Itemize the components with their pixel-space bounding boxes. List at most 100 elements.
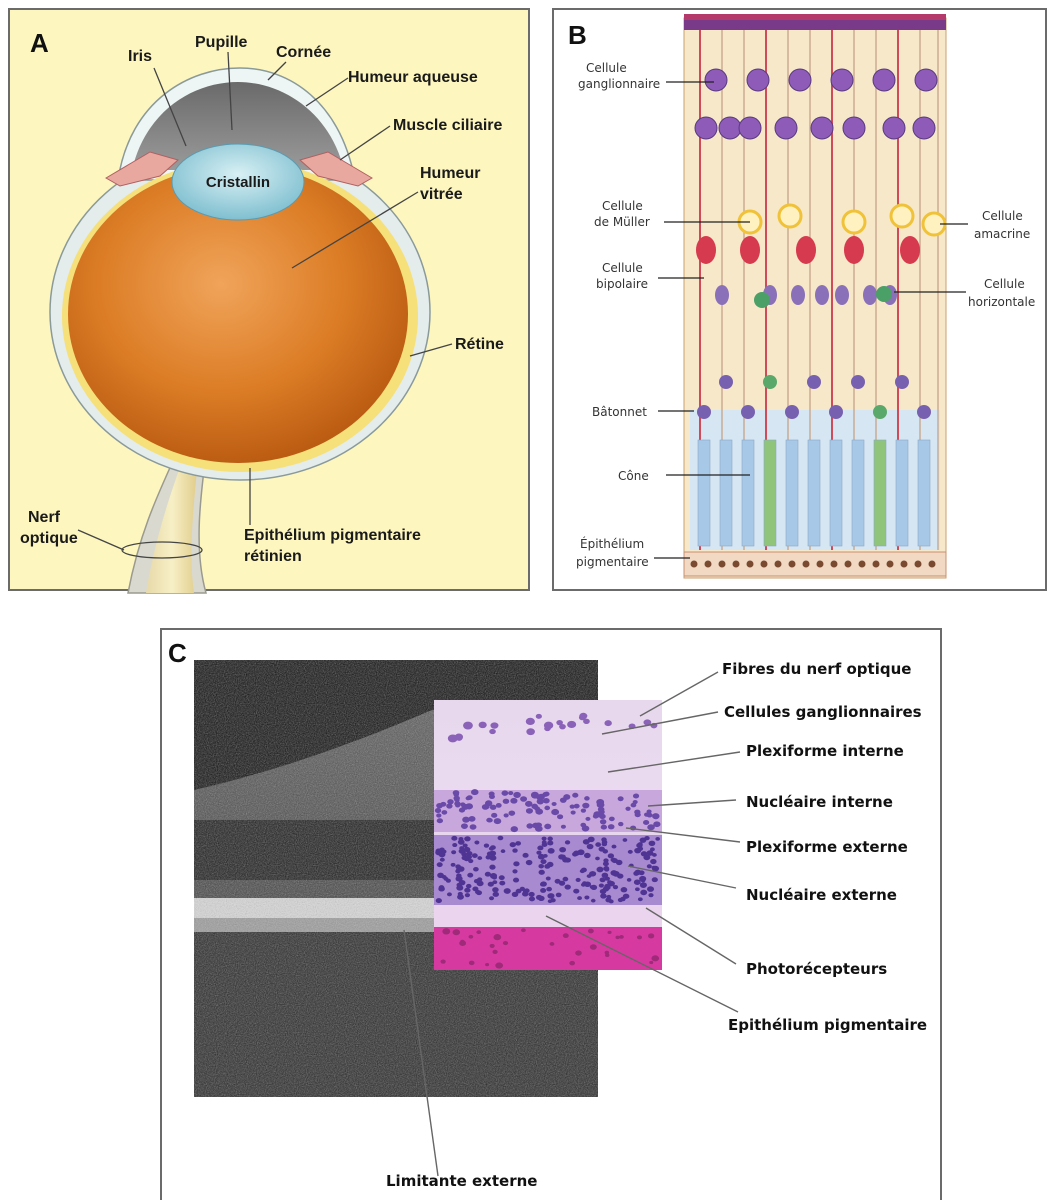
cell-nucleus [540, 859, 546, 864]
photoreceptor-segment [698, 440, 710, 546]
cell-nucleus [636, 843, 642, 848]
cell-nucleus [536, 714, 542, 719]
leader-nerf [78, 530, 124, 550]
label-ganglionnaires: Cellules ganglionnaires [724, 703, 922, 721]
photoreceptor-segment [808, 440, 820, 546]
ganglion-cell [915, 69, 937, 91]
cell-nucleus [653, 821, 660, 827]
cell-nucleus [498, 836, 504, 841]
cell-nucleus [631, 803, 637, 808]
oct-histology-figure: Fibres du nerf optique Cellules ganglion… [162, 630, 944, 1202]
rpe-nucleus [775, 561, 782, 568]
cell-nucleus [489, 855, 496, 861]
cell-nucleus [572, 793, 578, 798]
cell-nucleus [451, 850, 456, 854]
cell-nucleus [584, 853, 591, 858]
cell-nucleus [563, 933, 569, 938]
cell-nucleus [477, 856, 482, 860]
cell-nucleus [551, 809, 559, 815]
cell-nucleus [447, 799, 453, 804]
cell-nucleus [573, 889, 579, 894]
photoreceptor-segment [720, 440, 732, 546]
cell-nucleus [603, 866, 609, 871]
cell-nucleus [510, 798, 517, 804]
label-nucleaire-interne: Nucléaire interne [746, 793, 893, 811]
cell-nucleus [471, 789, 479, 795]
cell-nucleus [635, 887, 640, 891]
cell-nucleus [591, 885, 598, 890]
cell-nucleus [561, 825, 566, 829]
cell-nucleus [605, 953, 609, 957]
amacrine-cell [843, 211, 865, 233]
cell-nucleus [633, 793, 639, 798]
cell-nucleus [529, 892, 535, 897]
cell-nucleus [543, 854, 548, 858]
cell-nucleus [451, 863, 456, 867]
cell-nucleus [556, 720, 563, 725]
leader-muscle-ciliaire [340, 126, 390, 160]
cell-nucleus [548, 848, 555, 854]
cell-nucleus [565, 840, 570, 844]
cell-nucleus [457, 894, 464, 899]
cell-nucleus [643, 820, 649, 825]
rpe-nucleus [761, 561, 768, 568]
cell-nucleus [442, 928, 450, 934]
cell-nucleus [603, 861, 609, 866]
cell-nucleus [484, 843, 489, 847]
histo-rpe-choroid [434, 927, 662, 970]
label-epith-1: Épithélium [580, 536, 644, 551]
cell-nucleus [582, 825, 590, 831]
cell-nucleus [474, 841, 479, 845]
photoreceptor-nucleus [851, 375, 865, 389]
cell-nucleus [547, 841, 553, 846]
cell-nucleus [461, 823, 468, 829]
cell-nucleus [526, 728, 535, 735]
cell-nucleus [640, 882, 647, 888]
cell-nucleus [559, 847, 566, 852]
cell-nucleus [606, 886, 611, 890]
label-bipolaire-1: Cellule [602, 261, 643, 275]
cell-nucleus [522, 853, 528, 858]
cell-nucleus [561, 855, 566, 859]
cell-nucleus [465, 893, 470, 897]
cell-nucleus [590, 944, 597, 950]
cell-nucleus [490, 805, 497, 810]
rpe-nucleus [929, 561, 936, 568]
cell-nucleus [446, 803, 452, 808]
cell-nucleus [467, 873, 473, 878]
cell-nucleus [473, 867, 479, 872]
cell-nucleus [513, 861, 519, 866]
cell-nucleus [476, 890, 482, 895]
cell-nucleus [493, 892, 499, 897]
cell-nucleus [615, 936, 619, 939]
cell-nucleus [595, 842, 601, 847]
cell-nucleus [513, 878, 519, 883]
cell-nucleus [600, 877, 606, 882]
photoreceptor-segment [786, 440, 798, 546]
cell-nucleus [492, 880, 497, 884]
leader-humeur-aqueuse [306, 78, 348, 106]
cell-nucleus [456, 885, 463, 891]
cell-nucleus [465, 803, 473, 809]
cell-nucleus [609, 817, 615, 822]
cell-nucleus [612, 845, 617, 849]
cell-nucleus [466, 884, 472, 888]
cell-nucleus [619, 935, 624, 939]
cell-nucleus [436, 813, 441, 817]
cell-nucleus [508, 810, 515, 815]
cell-nucleus [647, 864, 652, 868]
cell-nucleus [601, 837, 606, 841]
cell-nucleus [602, 842, 607, 846]
cell-nucleus [452, 843, 457, 847]
ganglion-cell [843, 117, 865, 139]
cell-nucleus [487, 852, 493, 856]
cell-nucleus [437, 862, 443, 867]
cell-nucleus [591, 899, 596, 903]
cell-nucleus [512, 848, 517, 852]
label-amacrine-1: Cellule [982, 209, 1023, 223]
label-fibres: Fibres du nerf optique [722, 660, 911, 678]
cell-nucleus [581, 883, 586, 887]
cell-nucleus [612, 858, 618, 863]
cell-nucleus [459, 940, 466, 945]
cell-nucleus [625, 807, 630, 811]
